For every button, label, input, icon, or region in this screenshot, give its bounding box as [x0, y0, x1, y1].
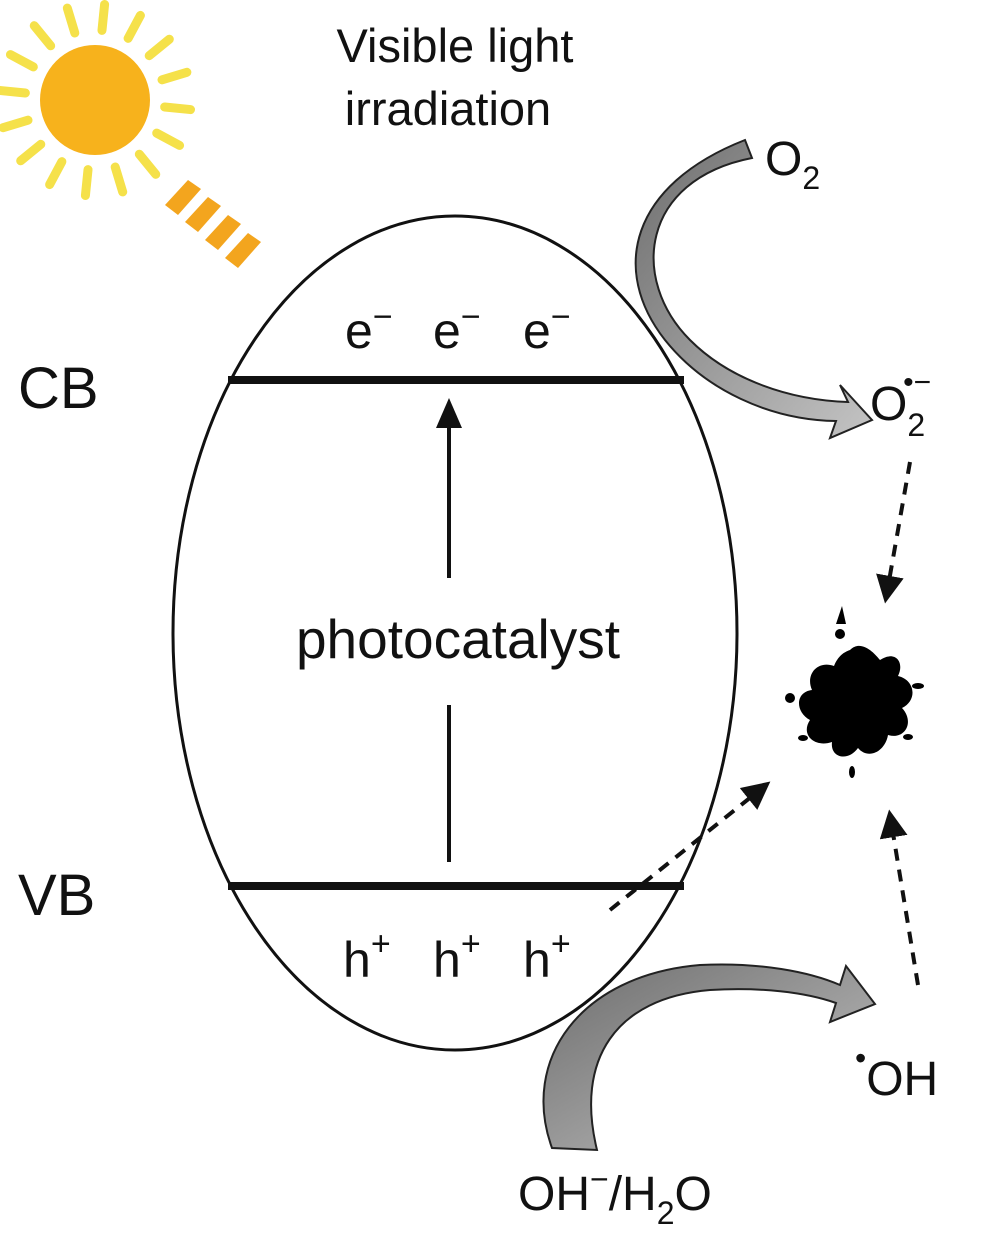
hole: h+ — [523, 925, 571, 988]
hole: h+ — [343, 925, 391, 988]
sun-ray — [62, 3, 80, 38]
sun-ray — [0, 115, 33, 133]
hole: h+ — [433, 925, 481, 988]
light-beam-icon — [165, 180, 261, 268]
sun-ray — [152, 128, 185, 150]
excitation-arrowhead — [436, 398, 462, 428]
dashed-arrow-superoxide-to-pollutant — [876, 461, 912, 604]
vb-label: VB — [18, 863, 95, 928]
hydroxide-water-label: OH−/H2O — [518, 1161, 712, 1231]
photocatalyst-label: photocatalyst — [296, 608, 620, 670]
sun-ray — [5, 50, 38, 72]
superoxide-label: O2•− — [870, 366, 931, 443]
electron: e− — [433, 298, 481, 359]
sun-icon — [0, 0, 196, 201]
sun-ray — [29, 21, 56, 51]
electron: e− — [345, 298, 393, 359]
sun-ray — [157, 67, 192, 85]
sun-ray — [80, 165, 93, 201]
sun-ray — [45, 157, 67, 190]
dashed-arrow-hydroxyl-to-pollutant — [879, 809, 920, 986]
dashed-arrow-hole-to-pollutant — [608, 781, 771, 912]
title-line-1: Visible light — [337, 19, 574, 72]
pollutant-splat-icon — [785, 606, 924, 778]
sun-ray — [134, 149, 161, 179]
sun-ray — [110, 162, 128, 197]
curved-arrow-hydroxyl-formation — [542, 963, 877, 1152]
oxygen-label: O2 — [765, 133, 820, 196]
hydroxyl-radical-label: •OH — [855, 1040, 938, 1106]
electron-group: e− e− e− — [345, 298, 571, 359]
sun-ray — [160, 102, 196, 115]
sun-ray — [123, 10, 145, 43]
sun-ray — [0, 85, 30, 98]
cb-label: CB — [18, 356, 99, 421]
sun-ray — [97, 0, 110, 35]
electron: e− — [523, 298, 571, 359]
hole-group: h+ h+ h+ — [343, 925, 571, 988]
sun-ray — [16, 139, 46, 166]
sun-ray — [144, 34, 174, 61]
photocatalyst-ellipse — [171, 214, 739, 1052]
curved-arrow-oxygen-reduction — [634, 138, 874, 440]
title-line-2: irradiation — [345, 82, 551, 135]
